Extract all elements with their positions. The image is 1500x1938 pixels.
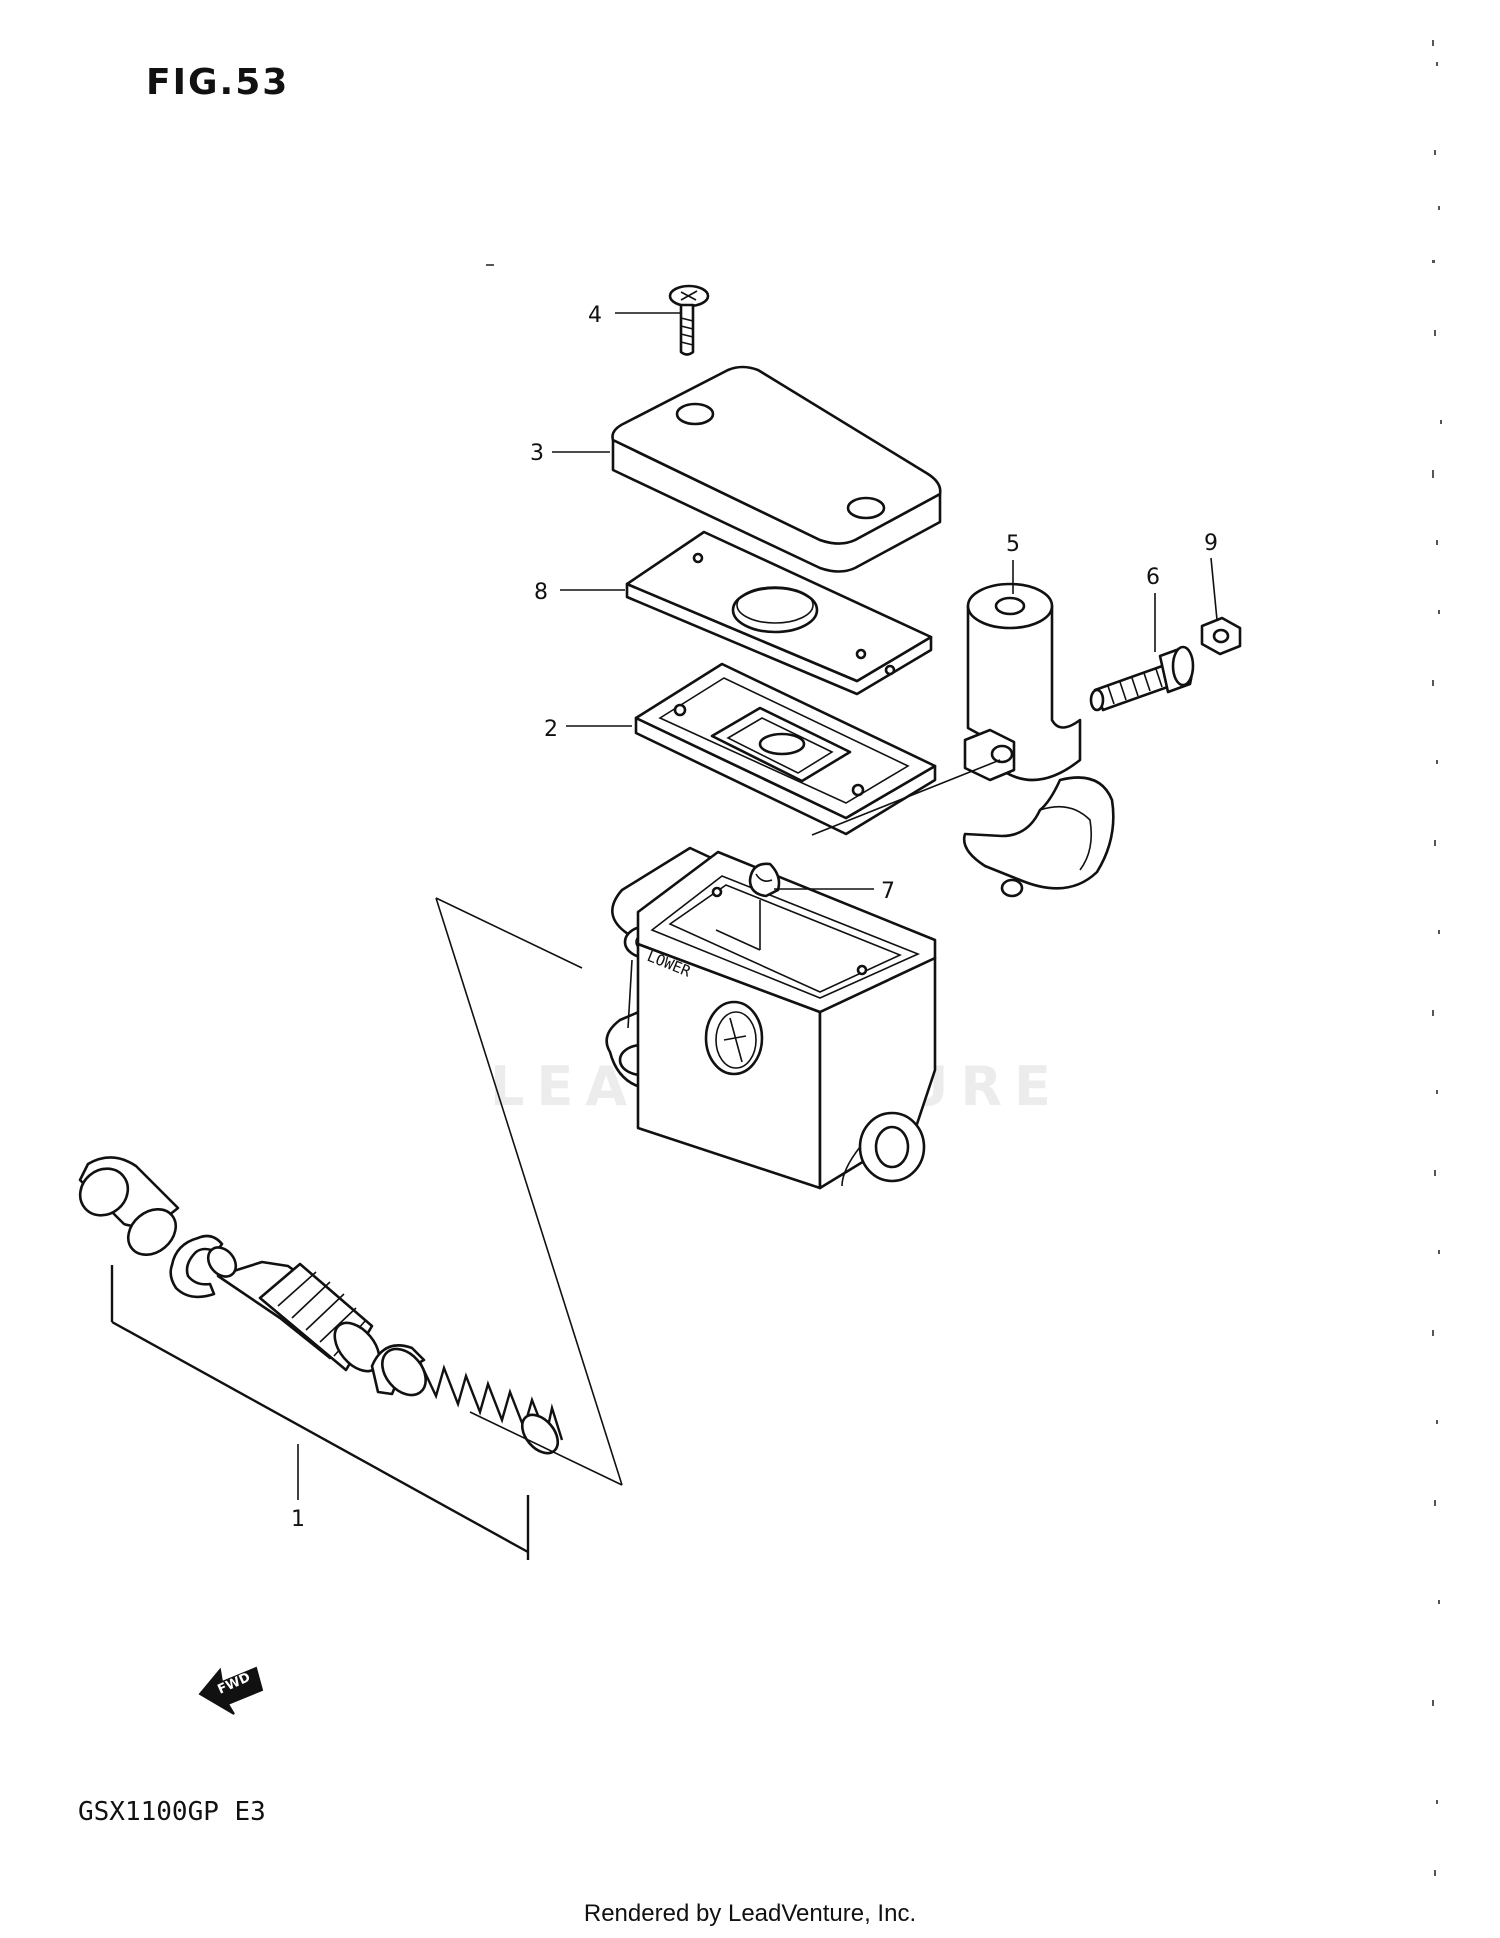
callout-6: 6 (1146, 565, 1160, 590)
callout-5: 5 (1006, 532, 1020, 557)
part-9-nut[interactable] (1200, 616, 1242, 656)
leader-lines (297, 312, 1218, 1500)
callout-2: 2 (544, 717, 558, 742)
callout-4: 4 (588, 303, 602, 328)
callout-9: 9 (1204, 531, 1218, 556)
part-1-piston-kit[interactable] (71, 1156, 565, 1560)
part-3-reservoir-cap[interactable] (611, 365, 942, 573)
part-7-retaining-pin[interactable] (748, 862, 781, 898)
part-6-bolt[interactable] (1089, 645, 1195, 712)
forward-arrow: FWD (198, 1666, 264, 1715)
callout-labels: 1 2 3 4 5 6 7 8 9 (291, 303, 1218, 1532)
part-2-diaphragm[interactable] (634, 662, 937, 836)
part-8-diaphragm-plate[interactable] (625, 530, 933, 696)
figure-title: FIG.53 (146, 62, 290, 103)
part-5-handlebar-clamp[interactable] (962, 582, 1115, 898)
model-code: GSX1100GP E3 (78, 1797, 266, 1827)
callout-1: 1 (291, 1507, 305, 1532)
callout-8: 8 (534, 580, 548, 605)
footer-credit: Rendered by LeadVenture, Inc. (583, 1900, 917, 1927)
scan-margin-marks (486, 40, 1442, 1876)
callout-3: 3 (530, 441, 544, 466)
master-cylinder-body[interactable]: LOWER (605, 846, 937, 1190)
assembly-guide-lines (435, 759, 1001, 1486)
callout-7: 7 (881, 879, 895, 904)
part-4-screw[interactable] (668, 284, 710, 356)
